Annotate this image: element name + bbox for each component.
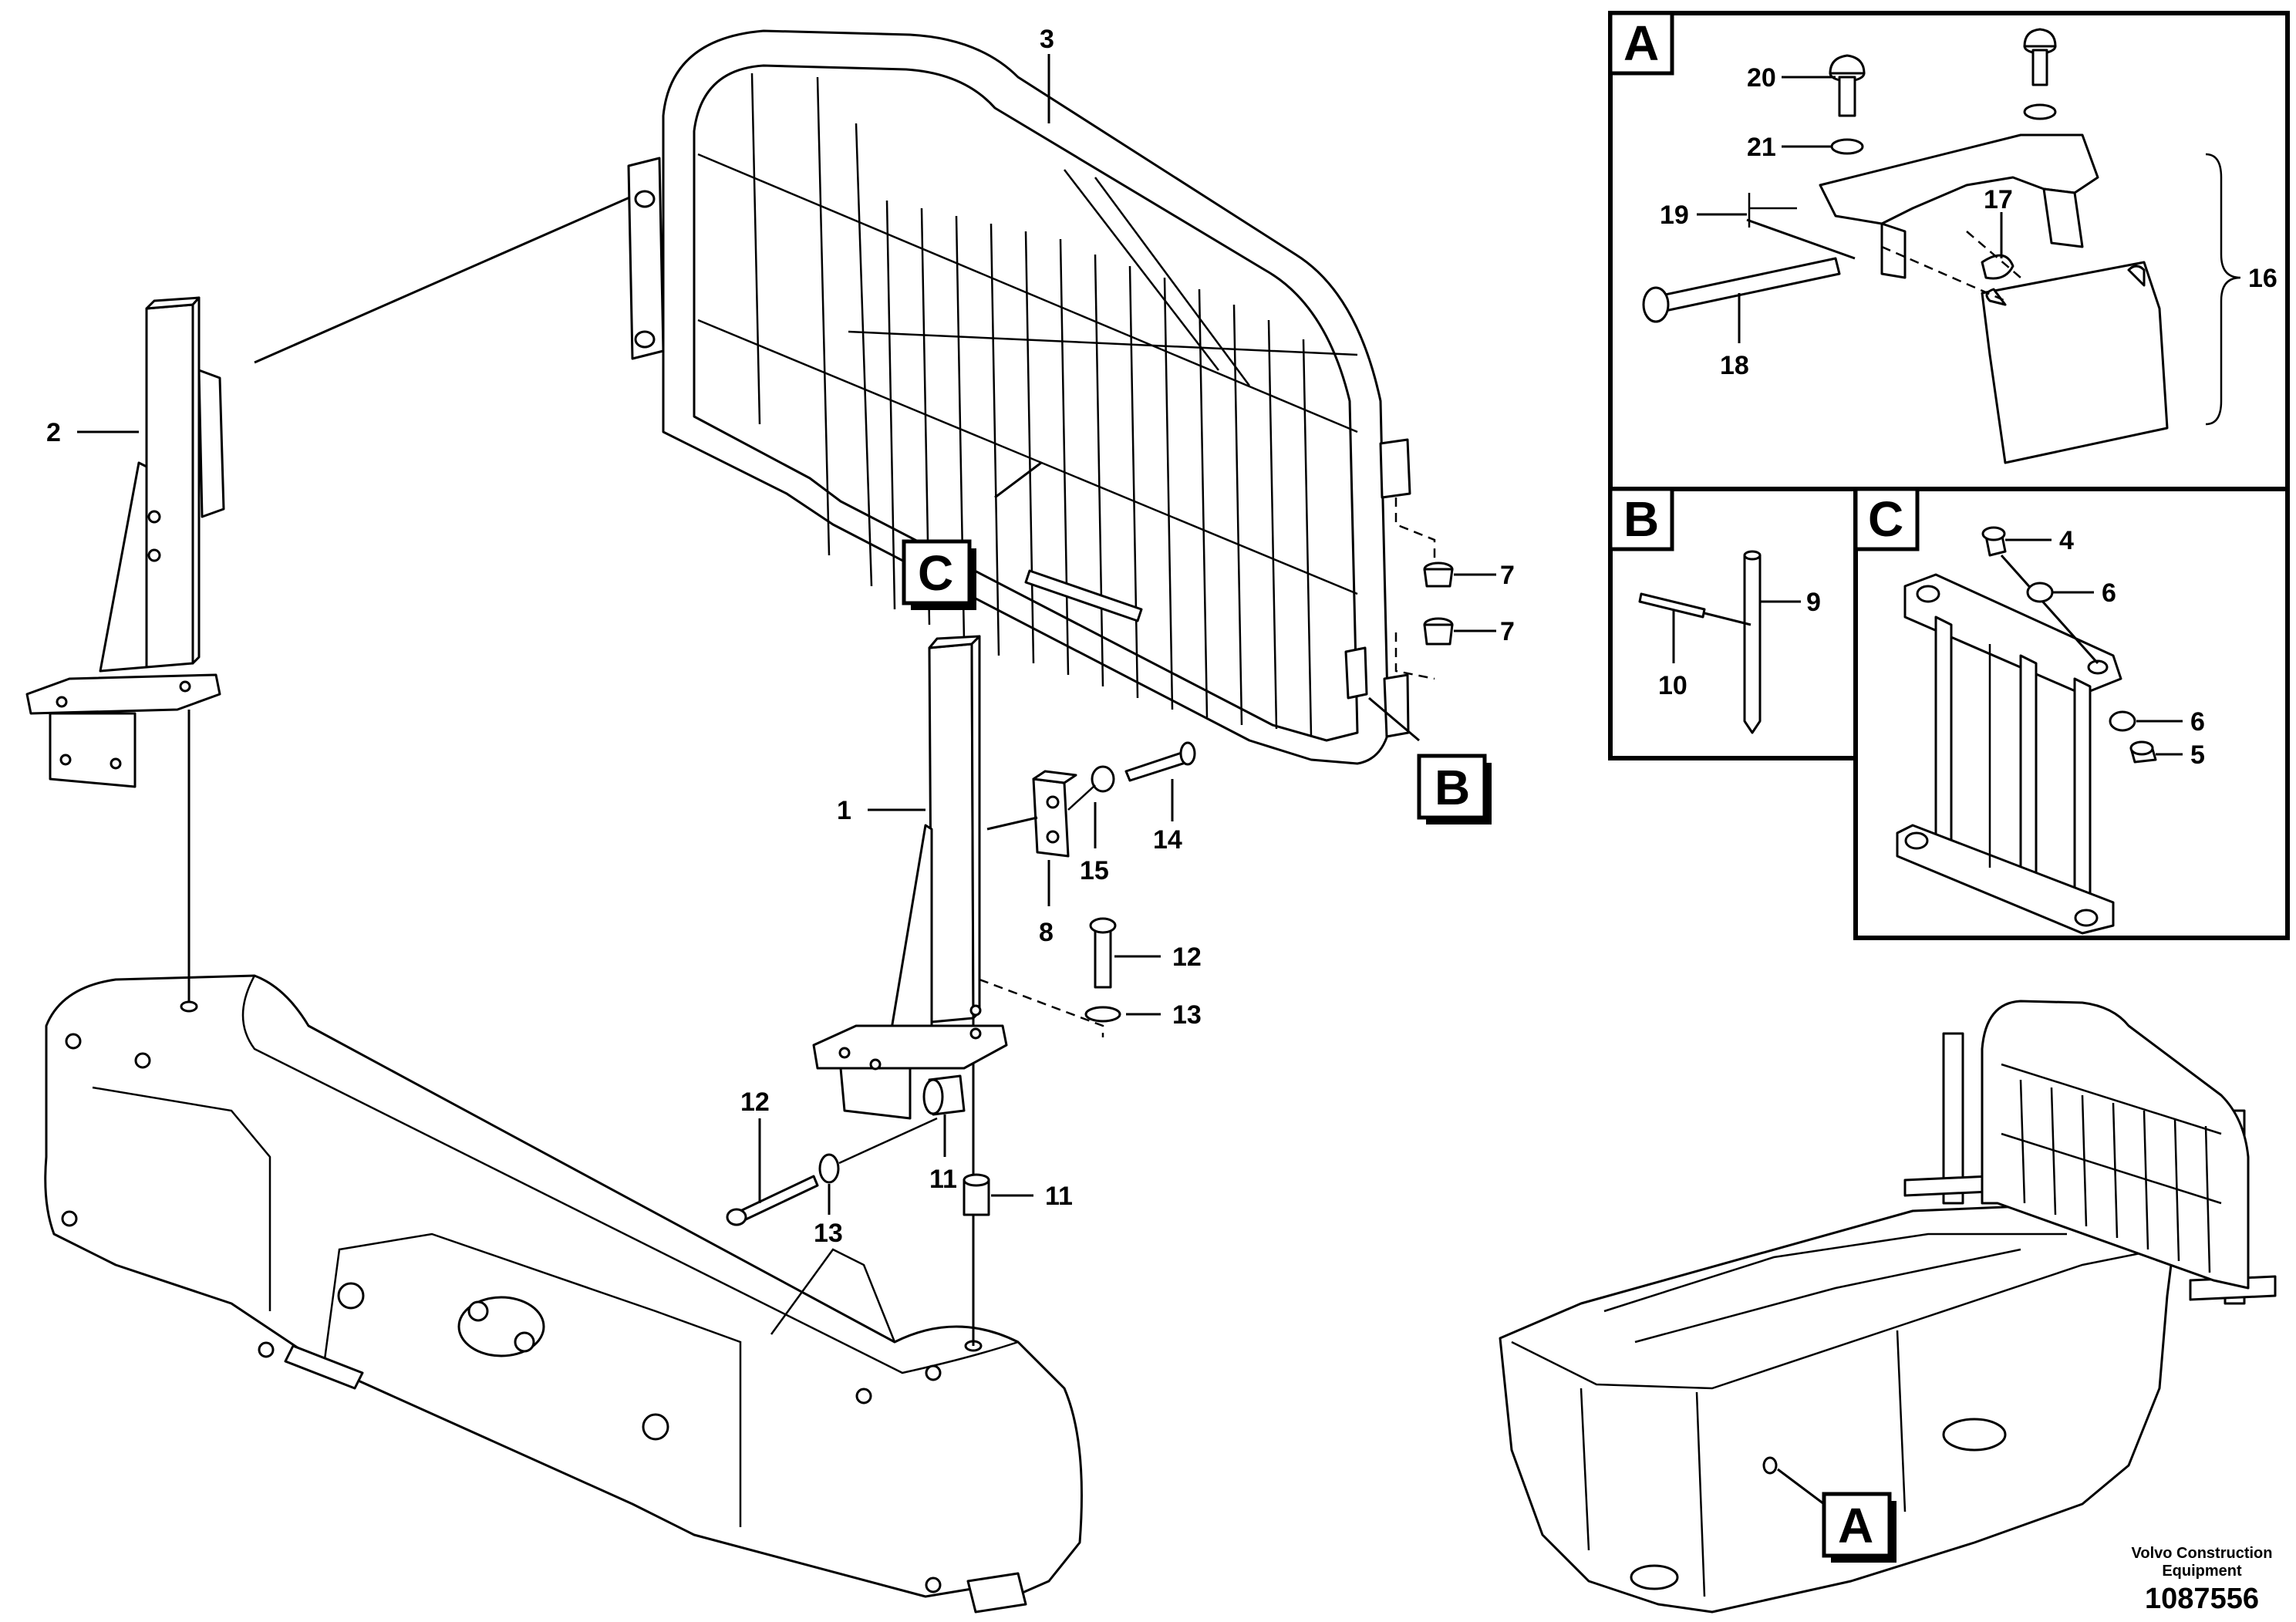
callout-12-right: 12 <box>1172 943 1202 972</box>
callout-9: 9 <box>1806 588 1821 617</box>
callout-6-lower: 6 <box>2190 707 2205 737</box>
callout-6-upper: 6 <box>2102 578 2116 608</box>
callout-18: 18 <box>1720 351 1749 380</box>
svg-text:C: C <box>918 545 953 601</box>
bracket-8 <box>1032 770 1077 858</box>
callout-11-lower: 11 <box>1045 1182 1073 1211</box>
bolt-14 <box>1067 741 1196 811</box>
drawing-number: 1087556 <box>2145 1583 2259 1615</box>
callout-labels-main: 2 3 1 8 14 15 12 13 12 13 11 11 7 7 <box>46 25 1515 1248</box>
leader-stand1-to-8 <box>986 816 1038 831</box>
detail-box-c: C 4 6 6 5 <box>1853 487 2290 940</box>
callout-12-left: 12 <box>740 1088 770 1117</box>
callout-20: 20 <box>1747 63 1776 93</box>
callout-19: 19 <box>1660 201 1689 230</box>
detail-box-b-label: B <box>1623 491 1659 547</box>
callout-5: 5 <box>2190 740 2205 770</box>
callout-7-lower: 7 <box>1500 617 1515 646</box>
company-name-line1: Volvo Construction <box>2132 1545 2273 1562</box>
callout-leaders <box>77 54 1496 1215</box>
svg-text:A: A <box>1838 1498 1873 1553</box>
dash-line-7a <box>1394 497 1436 567</box>
bolt-axis <box>838 1117 938 1165</box>
washer-13-horizontal <box>818 1153 840 1184</box>
machine-overview <box>1499 1000 2277 1614</box>
callout-13-left: 13 <box>814 1219 843 1248</box>
detail-tag-b-main: B <box>1417 754 1492 824</box>
callout-13-right: 13 <box>1172 1000 1202 1030</box>
callout-2: 2 <box>46 418 61 447</box>
guard-gate-3 <box>627 29 1411 765</box>
callout-14: 14 <box>1153 825 1182 855</box>
callout-8: 8 <box>1039 918 1054 947</box>
footer: Volvo Construction Equipment 1087556 <box>2132 1545 2273 1615</box>
detail-box-b: B 9 10 <box>1608 487 1858 760</box>
washer-15 <box>1091 765 1115 793</box>
spacer-11-upper <box>922 1074 966 1116</box>
dash-line-13 <box>979 978 1104 1037</box>
callout-21: 21 <box>1747 133 1776 162</box>
callout-7-upper: 7 <box>1500 561 1515 590</box>
detail-box-a-label: A <box>1623 15 1659 71</box>
callout-10: 10 <box>1658 671 1687 700</box>
support-stand-1 <box>812 635 1008 1120</box>
callout-15: 15 <box>1080 856 1109 885</box>
callout-4: 4 <box>2059 526 2074 555</box>
axle-housing <box>44 974 1083 1614</box>
dash-line-7b <box>1394 632 1435 680</box>
bolt-12-horizontal <box>726 1175 819 1226</box>
overview-gate-mesh <box>2001 1063 2222 1273</box>
callout-1: 1 <box>837 796 851 825</box>
support-stand-2 <box>25 296 225 788</box>
callout-16: 16 <box>2248 264 2277 293</box>
washer-13-vertical <box>1084 1006 1121 1023</box>
bushing-7-upper <box>1423 561 1454 588</box>
callout-11-upper: 11 <box>929 1165 957 1194</box>
company-name-line2: Equipment <box>2162 1563 2242 1580</box>
detail-box-c-label: C <box>1868 491 1903 547</box>
detail-tag-a-overview: A <box>1822 1492 1896 1563</box>
spacer-11-lower <box>963 1173 990 1216</box>
callout-3: 3 <box>1040 25 1054 54</box>
bolt-12-vertical <box>1089 917 1117 989</box>
bushing-7-lower <box>1423 617 1454 646</box>
leader-stand2-to-gate <box>254 191 641 364</box>
detail-tag-c-main: C <box>902 539 976 610</box>
svg-text:B: B <box>1435 760 1470 815</box>
detail-box-a: A 20 21 19 <box>1608 11 2290 491</box>
callout-17: 17 <box>1984 185 2013 214</box>
